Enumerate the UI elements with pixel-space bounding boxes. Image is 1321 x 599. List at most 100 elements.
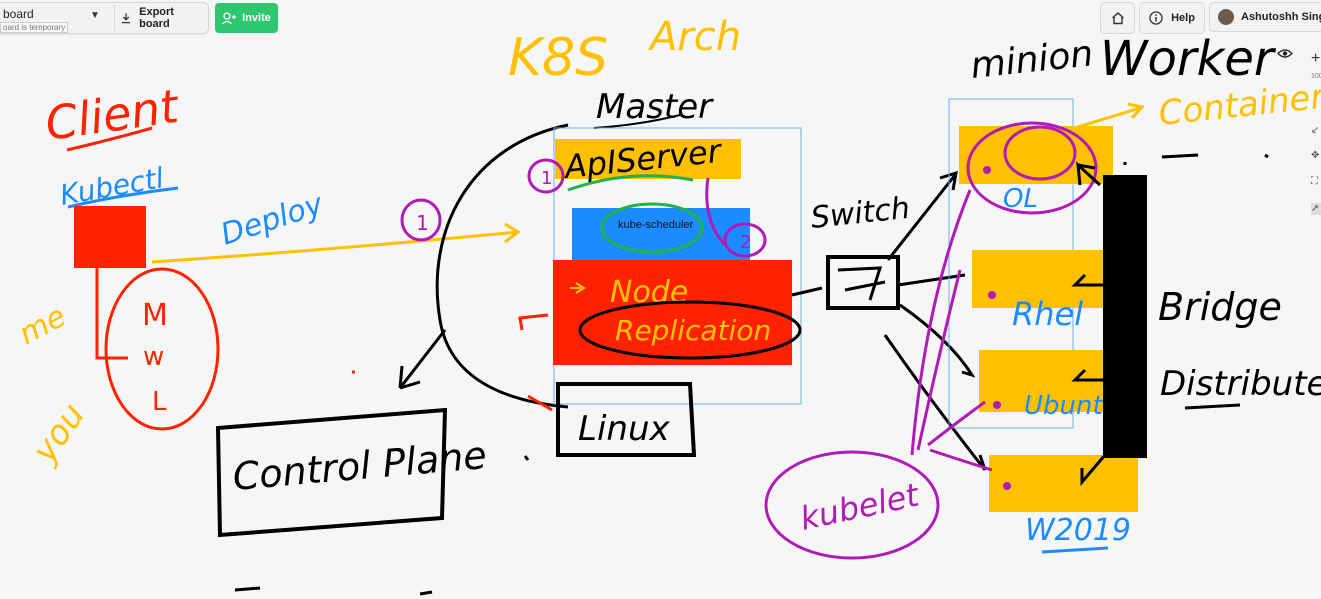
board-temporary-note: oard is temporary — [0, 22, 69, 33]
kube-scheduler-box[interactable] — [572, 208, 750, 264]
w2019-underline — [1041, 546, 1109, 554]
title-arch: Arch — [647, 14, 741, 60]
bridge-arrow-w2019 — [1080, 454, 1107, 487]
master-underline — [593, 114, 681, 129]
download-icon — [121, 13, 131, 24]
bottom-stroke-2 — [419, 590, 433, 596]
client-stem — [95, 268, 128, 360]
switch-label: Switch — [809, 191, 911, 236]
kubelet-link-4 — [929, 448, 993, 472]
pod-dot-ol — [983, 166, 991, 174]
you-label: you — [24, 396, 93, 471]
node-replication-box[interactable] — [553, 260, 792, 365]
bridge-tick-3 — [1264, 153, 1269, 159]
add-user-icon — [222, 11, 237, 24]
title-k8s: K8S — [508, 28, 608, 88]
user-name: Ashutoshh Singh — [1241, 11, 1321, 23]
bridge-tick-2 — [1161, 153, 1199, 159]
avatar — [1218, 9, 1234, 25]
bridge-arrow-ol — [1076, 161, 1102, 187]
kubectl-underline — [67, 186, 179, 209]
pointer-tool-icon[interactable]: ➚ — [1311, 203, 1321, 215]
kubelet-link-3 — [927, 400, 986, 447]
switch-box[interactable] — [826, 255, 900, 310]
apiserver-green-underline — [567, 174, 694, 192]
worker-w2019-box[interactable] — [989, 455, 1138, 512]
purple-link — [705, 177, 727, 247]
red-tick-linux — [527, 394, 553, 412]
switch-to-rhel — [897, 273, 966, 287]
invite-label: Invite — [242, 12, 271, 24]
chevron-down-icon[interactable]: ▼ — [90, 10, 100, 21]
help-label: Help — [1171, 12, 1195, 24]
step-marker-circled-2-text: 2 — [740, 232, 751, 253]
home-icon — [1111, 12, 1124, 25]
kube-scheduler-label: kube-scheduler — [618, 219, 694, 231]
client-underline — [66, 126, 153, 152]
bridge-arrow-ubuntu — [1071, 368, 1103, 382]
switch-scribble — [837, 266, 886, 301]
bridge-bar[interactable] — [1103, 175, 1147, 458]
w2019-label: W2019 — [1025, 513, 1131, 548]
mwl-l: L — [152, 387, 167, 417]
control-plane-label: Control Plane — [231, 433, 488, 499]
help-button[interactable]: Help — [1139, 2, 1205, 34]
kubelet-label: kubelet — [797, 475, 924, 537]
kubelet-link-2 — [916, 269, 962, 451]
zoom-level: 100 — [1311, 73, 1321, 80]
pod-dot-rhel — [988, 291, 996, 299]
step-marker-circled-1-text: 1 — [541, 168, 552, 189]
tick-under-control-plane — [523, 455, 530, 461]
kubectl-box[interactable] — [74, 206, 146, 268]
linux-label: Linux — [578, 409, 670, 449]
user-menu-button[interactable]: Ashutoshh Singh — [1209, 2, 1321, 32]
ol-inner-circle — [1003, 125, 1077, 181]
move-tool-icon[interactable]: ✥ — [1311, 150, 1320, 161]
board-toolbar: board oard is temporary ▼ Export board — [0, 2, 209, 34]
bridge-arrow-rhel — [1071, 273, 1103, 287]
export-board-button[interactable]: Export board — [114, 5, 208, 31]
eye-icon[interactable] — [1277, 48, 1293, 59]
replication-circle — [578, 300, 802, 360]
pod-dot-w2019 — [1003, 482, 1011, 490]
zoom-in-button[interactable]: + — [1311, 50, 1321, 67]
step-marker-circled-2 — [723, 222, 767, 258]
minion-label: minion — [969, 33, 1095, 87]
arrow-tool-icon[interactable]: ↙ — [1311, 125, 1320, 136]
switch-to-w2019 — [883, 334, 987, 471]
distributed-label: Distributed — [1160, 364, 1321, 404]
master-to-switch-line — [791, 286, 823, 297]
control-plane-box[interactable] — [215, 407, 448, 538]
fit-screen-icon[interactable]: ⛶ — [1311, 176, 1318, 187]
bottom-stroke — [234, 586, 261, 592]
info-icon — [1149, 11, 1163, 25]
mwl-circle — [104, 267, 220, 431]
master-arc — [435, 123, 569, 409]
deploy-label: Deploy — [217, 186, 329, 252]
worker-label: Worker — [1100, 31, 1277, 87]
pod-dot-ubuntu — [993, 401, 1001, 409]
switch-to-ol — [886, 170, 958, 261]
home-button[interactable] — [1100, 2, 1135, 34]
invite-button[interactable]: Invite — [215, 3, 278, 33]
kubelet-circle — [764, 450, 940, 560]
ol-label: OL — [1003, 184, 1038, 214]
mwl-m: M — [142, 298, 168, 333]
kube-scheduler-green-circle — [600, 202, 704, 254]
board-name[interactable]: board — [3, 7, 34, 21]
step-marker-1 — [400, 198, 442, 242]
kubelet-link-1 — [910, 189, 972, 456]
arc-to-control-plane — [398, 329, 447, 390]
apiserver-box[interactable] — [555, 139, 741, 179]
linux-box[interactable] — [556, 382, 697, 457]
mwl-w: w — [143, 342, 164, 372]
red-arrow-left — [518, 313, 549, 331]
ol-outer-circle — [966, 121, 1098, 215]
rhel-label: Rhel — [1012, 295, 1083, 333]
node-arrow — [570, 282, 586, 294]
distributed-underline — [1184, 403, 1241, 410]
step-marker-1-text: 1 — [416, 211, 429, 235]
switch-to-ubuntu — [899, 303, 976, 378]
bridge-label: Bridge — [1158, 285, 1282, 329]
